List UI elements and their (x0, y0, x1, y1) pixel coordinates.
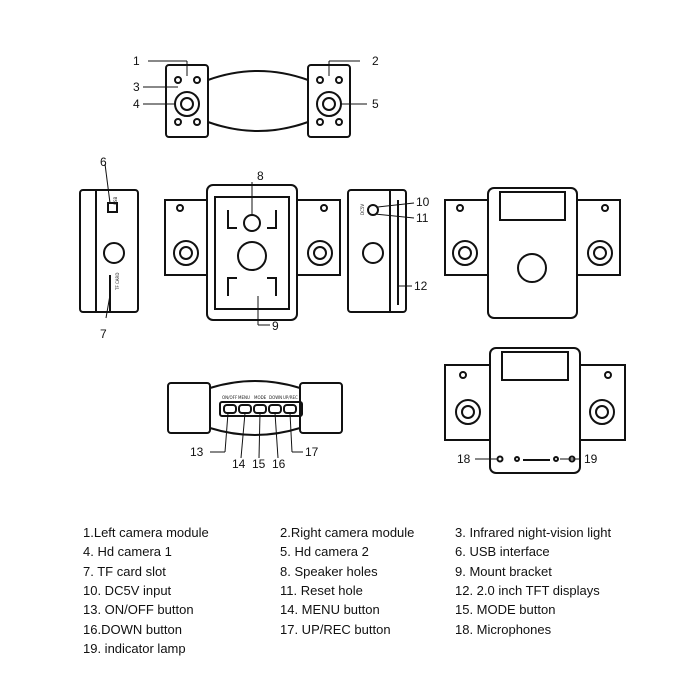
legend-item-16: 16.DOWN button (83, 622, 182, 637)
legend-item-4: 4. Hd camera 1 (83, 544, 172, 559)
button-label-on-off: ON/OFF (222, 395, 238, 400)
legend-item-13: 13. ON/OFF button (83, 602, 194, 617)
up-rec-button[interactable] (283, 404, 297, 414)
legend-item-9: 9. Mount bracket (455, 564, 552, 579)
leader-lines (104, 60, 581, 460)
right-side-view (347, 189, 407, 313)
side-dial-icon (103, 242, 125, 264)
rear-view-lower (444, 347, 626, 474)
callout-9: 9 (272, 319, 279, 333)
indicator-lamp-icon (553, 456, 559, 462)
usb-port-icon (107, 202, 118, 213)
left-side-view (79, 189, 139, 313)
microphone-hole (496, 455, 504, 463)
dc-input-icon (367, 204, 379, 216)
legend-item-11: 11. Reset hole (280, 583, 363, 598)
legend-item-3: 3. Infrared night-vision light (455, 525, 612, 540)
button-strip (219, 401, 303, 417)
callout-13: 13 (190, 445, 204, 459)
callout-18: 18 (457, 452, 471, 466)
mode-button[interactable] (253, 404, 267, 414)
callout-16: 16 (272, 457, 286, 471)
rear-view-upper (444, 187, 621, 319)
legend-item-15: 15. MODE button (455, 602, 556, 617)
microphone-hole (514, 456, 520, 462)
legend-item-10: 10. DC5V input (83, 583, 172, 598)
legend-item-8: 8. Speaker holes (280, 564, 378, 579)
callout-4: 4 (133, 97, 140, 111)
button-label-menu: MENU (238, 395, 250, 400)
menu-button[interactable] (238, 404, 252, 414)
dc-label: DC5V (360, 204, 365, 215)
top-view (165, 64, 351, 138)
callout-8: 8 (257, 169, 264, 183)
callout-5: 5 (372, 97, 379, 111)
legend-item-19: 19. indicator lamp (83, 641, 186, 656)
center-body (207, 70, 309, 132)
legend-item-12: 12. 2.0 inch TFT displays (455, 583, 600, 598)
callout-11: 11 (416, 211, 429, 225)
tf-card-label: TF CARD (115, 273, 120, 291)
legend-item-2: 2.Right camera module (280, 525, 415, 540)
callout-15: 15 (252, 457, 266, 471)
legend-item-5: 5. Hd camera 2 (280, 544, 369, 559)
legend-item-1: 1.Left camera module (83, 525, 209, 540)
on-off-button[interactable] (223, 404, 237, 414)
legend-item-17: 17. UP/REC button (280, 622, 391, 637)
callout-17: 17 (305, 445, 319, 459)
callout-3: 3 (133, 80, 140, 94)
callout-1: 1 (133, 54, 140, 68)
legend-item-6: 6. USB interface (455, 544, 550, 559)
down-button[interactable] (268, 404, 282, 414)
camera-diagram: USB TF CARD DC5V ON/OFF MENU MODE DOWN U… (79, 54, 626, 474)
mount-hole (237, 241, 267, 271)
button-label-mode: MODE (254, 395, 267, 400)
callout-10: 10 (416, 195, 430, 209)
callout-2: 2 (372, 54, 379, 68)
callout-7: 7 (100, 327, 107, 341)
hd-camera-2-lens (316, 91, 342, 117)
callout-6: 6 (100, 155, 107, 169)
legend-item-18: 18. Microphones (455, 622, 552, 637)
hd-camera-1-lens (174, 91, 200, 117)
usb-label: USB (113, 197, 118, 205)
callout-12: 12 (414, 279, 428, 293)
callout-14: 14 (232, 457, 246, 471)
button-label-up-rec: UP/REC (283, 395, 298, 400)
legend-item-7: 7. TF card slot (83, 564, 166, 579)
speaker-holes-icon (243, 214, 261, 232)
callout-19: 19 (584, 452, 598, 466)
bottom-view (167, 380, 343, 436)
button-label-down: DOWN (269, 395, 282, 400)
legend-item-14: 14. MENU button (280, 602, 380, 617)
